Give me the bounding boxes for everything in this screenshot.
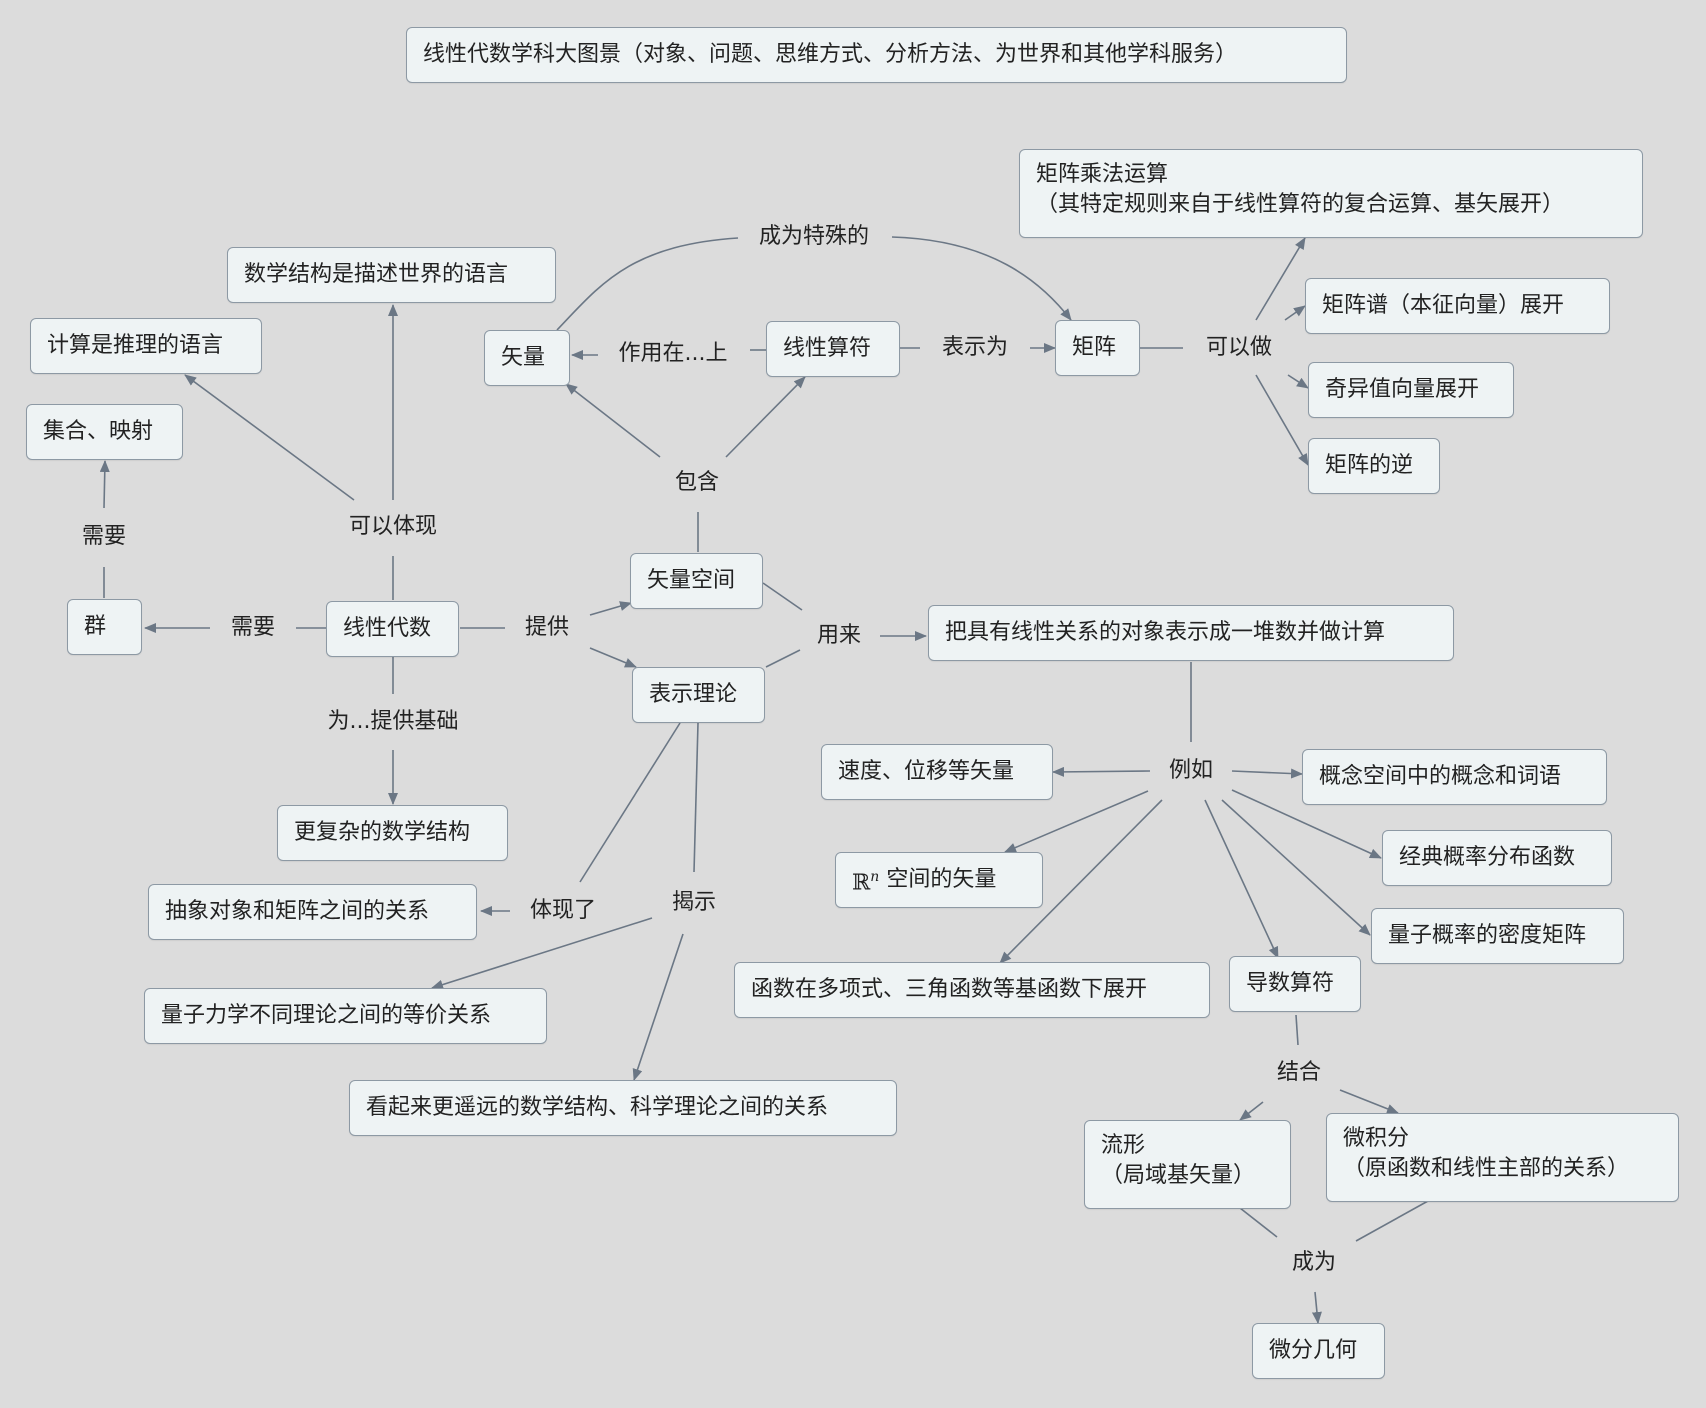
node-vector-space[interactable]: 矢量空间 (630, 553, 763, 609)
node-math-structure-language[interactable]: 数学结构是描述世界的语言 (227, 247, 556, 303)
label-can-do: 可以做 (1203, 334, 1275, 362)
link-vs-used (762, 582, 803, 611)
node-differential-geometry[interactable]: 微分几何 (1252, 1323, 1385, 1379)
link-special-matrix (891, 236, 1072, 321)
node-linear-operator[interactable]: 线性算符 (766, 321, 900, 377)
node-vector[interactable]: 矢量 (484, 330, 570, 386)
link-cando-spectrum (1284, 305, 1306, 321)
node-linear-algebra[interactable]: 线性代数 (326, 601, 459, 657)
node-set-mapping[interactable]: 集合、映射 (26, 404, 183, 460)
link-combine-calculus (1339, 1089, 1399, 1114)
label-contain: 包含 (672, 469, 722, 497)
node-represent-as-numbers[interactable]: 把具有线性关系的对象表示成一堆数并做计算 (928, 605, 1454, 661)
link-vector-special (556, 237, 739, 331)
node-quantum-equivalence[interactable]: 量子力学不同理论之间的等价关系 (144, 988, 547, 1044)
node-calculus[interactable]: 微积分 （原函数和线性主部的关系） (1326, 1113, 1679, 1202)
link-provide-vs (589, 601, 632, 616)
link-cando-inverse (1255, 374, 1309, 466)
link-rt-embodied (579, 722, 681, 883)
link-need-set (99, 460, 110, 509)
link-reveal-remote (632, 933, 684, 1081)
label-for-example: 例如 (1166, 757, 1216, 785)
label-become: 成为 (1289, 1249, 1339, 1277)
link-provide-rt (589, 647, 637, 668)
node-concept-space[interactable]: 概念空间中的概念和词语 (1302, 749, 1607, 805)
link-combine-manifold (1239, 1101, 1264, 1121)
label-embody: 体现了 (527, 897, 599, 925)
link-cando-mult (1255, 237, 1306, 321)
label-combine: 结合 (1274, 1059, 1324, 1087)
link-become-geometry (1311, 1291, 1322, 1324)
node-derivative-operator[interactable]: 导数算符 (1229, 956, 1361, 1012)
node-matrix-spectrum[interactable]: 矩阵谱（本征向量）展开 (1305, 278, 1610, 334)
label-provide-basis: 为...提供基础 (325, 708, 461, 736)
link-cando-singular (1287, 374, 1309, 389)
label-can-embody: 可以体现 (346, 513, 440, 541)
label-represent-as: 表示为 (939, 334, 1011, 362)
node-group[interactable]: 群 (67, 599, 142, 655)
node-singular-value[interactable]: 奇异值向量展开 (1308, 362, 1514, 418)
link-reveal-quantum (431, 917, 653, 990)
link-manifold-become (1239, 1207, 1278, 1238)
node-complex-structures[interactable]: 更复杂的数学结构 (277, 805, 508, 861)
label-used-for: 用来 (814, 622, 864, 650)
link-eg-probability (1231, 789, 1382, 859)
label-provide: 提供 (522, 614, 572, 642)
node-probability-functions[interactable]: 经典概率分布函数 (1382, 830, 1612, 886)
link-eg-derivative (1204, 799, 1279, 959)
link-eg-density (1221, 799, 1371, 936)
link-rt-used (765, 649, 801, 668)
link-contain-vector (565, 383, 661, 458)
link-derivative-combine (1295, 1014, 1299, 1046)
node-representation-theory[interactable]: 表示理论 (632, 667, 765, 723)
link-contain-operator (725, 376, 806, 458)
node-computation-language[interactable]: 计算是推理的语言 (30, 318, 262, 374)
label-become-special: 成为特殊的 (756, 223, 872, 251)
title-node: 线性代数学科大图景（对象、问题、思维方式、分析方法、为世界和其他学科服务） (406, 27, 1347, 83)
node-function-expansion[interactable]: 函数在多项式、三角函数等基函数下展开 (734, 962, 1210, 1018)
node-density-matrix[interactable]: 量子概率的密度矩阵 (1371, 908, 1624, 964)
node-matrix-multiplication[interactable]: 矩阵乘法运算 （其特定规则来自于线性算符的复合运算、基矢展开） (1019, 149, 1643, 238)
node-abstract-matrix[interactable]: 抽象对象和矩阵之间的关系 (148, 884, 477, 940)
node-manifold[interactable]: 流形 （局域基矢量） (1084, 1120, 1291, 1209)
link-eg-velocity (1052, 766, 1151, 777)
link-eg-rn (1004, 790, 1149, 853)
label-need-set: 需要 (79, 523, 129, 551)
link-embody-complang (184, 374, 355, 501)
link-eg-function (999, 799, 1163, 964)
node-matrix-inverse[interactable]: 矩阵的逆 (1308, 438, 1440, 494)
label-need-group: 需要 (228, 614, 278, 642)
link-rt-reveal (693, 722, 699, 873)
link-calculus-become (1355, 1200, 1429, 1242)
label-reveal: 揭示 (669, 889, 719, 917)
node-velocity-vectors[interactable]: 速度、位移等矢量 (821, 744, 1053, 800)
node-matrix[interactable]: 矩阵 (1055, 320, 1140, 376)
link-eg-concept (1231, 768, 1303, 779)
node-rn-vectors[interactable]: ℝn 空间的矢量 (835, 852, 1043, 908)
node-remote-relations[interactable]: 看起来更遥远的数学结构、科学理论之间的关系 (349, 1080, 897, 1136)
rn-symbol: ℝn (852, 868, 880, 896)
label-act-on: 作用在...上 (616, 340, 730, 368)
